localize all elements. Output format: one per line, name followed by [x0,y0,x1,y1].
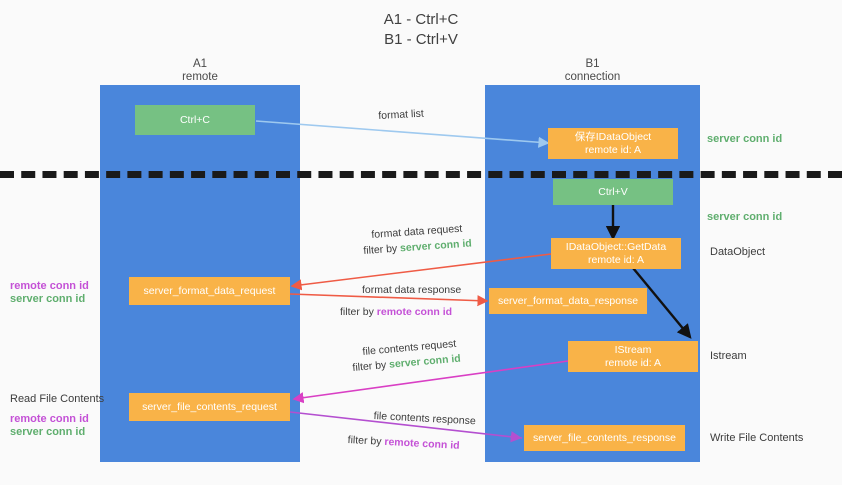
filter-target-1: server conn id [399,237,473,255]
lane-header-a1: A1 remote [100,58,300,84]
box-ctrl-v[interactable]: Ctrl+V [553,179,673,205]
box-getdata-line2: remote id: A [587,253,645,266]
filter-prefix-4: filter by [347,434,385,448]
box-getdata-line1: IDataObject::GetData [565,240,667,253]
left-label-remote-conn-id-2: remote conn id [10,413,89,425]
phase-divider [0,171,842,178]
left-label-read-file-contents: Read File Contents [10,393,105,405]
box-server-file-contents-response[interactable]: server_file_contents_response [524,425,685,451]
filter-prefix-3: filter by [352,358,390,374]
flow-label-file-contents-response: file contents response [373,410,477,428]
box-istream[interactable]: IStream remote id: A [568,341,698,372]
box-server-format-data-request[interactable]: server_format_data_request [129,277,290,305]
title-line-2: B1 - Ctrl+V [384,31,458,48]
right-label-server-conn-id-top: server conn id [707,133,783,145]
right-label-server-conn-id-mid: server conn id [707,211,783,223]
lane-b1-name: B1 [585,58,600,70]
lane-header-b1: B1 connection [485,58,700,84]
flow-filter-format-data-response: filter by remote conn id [340,306,452,319]
page-title: A1 - Ctrl+C B1 - Ctrl+V [0,10,842,50]
box-istream-line1: IStream [614,343,652,356]
box-save-idataobject-line1: 保存IDataObject [574,130,652,143]
flow-filter-file-contents-response: filter by remote conn id [347,434,460,453]
left-label-server-conn-id-1: server conn id [10,293,86,305]
box-server-format-data-response[interactable]: server_format_data_response [489,288,647,314]
box-save-idataobject[interactable]: 保存IDataObject remote id: A [548,128,678,159]
flow-label-format-data-response: format data response [362,284,462,296]
right-label-istream: Istream [710,350,747,362]
filter-prefix-2: filter by [340,306,377,318]
lane-b1-role: connection [564,71,621,83]
filter-target-2: remote conn id [376,306,453,318]
lane-a1-role: remote [182,71,218,83]
right-label-dataobject: DataObject [710,246,766,258]
left-label-server-conn-id-2: server conn id [10,426,86,438]
title-line-1: A1 - Ctrl+C [383,11,459,28]
flow-label-format-list: format list [378,107,425,122]
left-label-remote-conn-id-1: remote conn id [10,280,89,292]
right-label-write-file-contents: Write File Contents [710,432,804,444]
box-server-file-contents-request[interactable]: server_file_contents_request [129,393,290,421]
box-istream-line2: remote id: A [604,356,662,369]
lane-a1-name: A1 [192,58,208,70]
filter-prefix-1: filter by [363,242,401,257]
box-ctrl-c[interactable]: Ctrl+C [135,105,255,135]
box-idataobject-getdata[interactable]: IDataObject::GetData remote id: A [551,238,681,269]
box-save-idataobject-line2: remote id: A [584,143,642,156]
filter-target-4: remote conn id [384,435,460,452]
